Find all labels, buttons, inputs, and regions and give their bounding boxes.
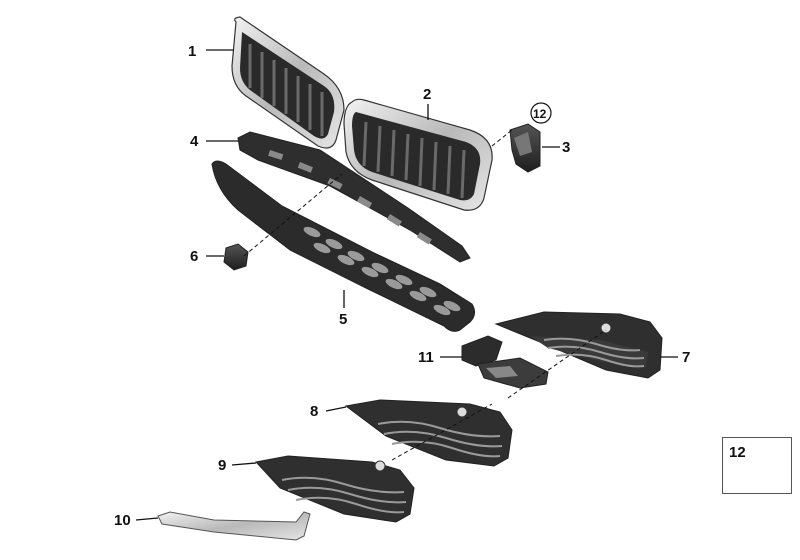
- chrome-trim-strip: [157, 511, 311, 541]
- callout-3: 3: [562, 139, 570, 156]
- trim-grille-right: [494, 311, 663, 379]
- callout-10: 10: [114, 512, 131, 529]
- legend-number: 12: [729, 444, 746, 461]
- trim-grille-middle: [344, 399, 513, 467]
- callout-4: 4: [190, 133, 199, 150]
- callout-2: 2: [423, 86, 431, 103]
- trim-grille-left: [255, 455, 415, 523]
- callout-11: 11: [418, 349, 434, 366]
- callout-12: 12: [533, 107, 547, 121]
- callout-9: 9: [218, 457, 226, 474]
- clip-part: [223, 243, 249, 271]
- cover-piece: [461, 335, 549, 389]
- callout-5: 5: [339, 311, 347, 328]
- callout-7: 7: [682, 349, 690, 366]
- callout-8: 8: [310, 403, 318, 420]
- bracket-part: [509, 123, 541, 173]
- legend-box: 12: [722, 437, 792, 494]
- callout-12-circled: 12: [530, 102, 552, 124]
- grille-carrier: [237, 131, 471, 263]
- leader-lines: [135, 49, 678, 521]
- kidney-grille-left: [231, 16, 345, 149]
- kidney-grille-right: [343, 98, 493, 211]
- callout-6: 6: [190, 248, 198, 265]
- assembly-lines: [243, 129, 607, 461]
- lower-grille-mesh: [211, 160, 476, 332]
- callout-1: 1: [188, 43, 196, 60]
